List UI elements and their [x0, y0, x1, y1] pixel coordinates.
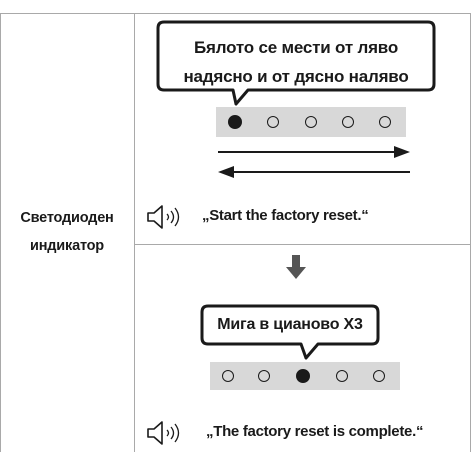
led-lit	[228, 115, 242, 129]
led-lit	[296, 369, 310, 383]
led-off	[222, 370, 234, 382]
table-left-border	[0, 13, 1, 452]
callout-line-2: надясно и от дясно наляво	[183, 67, 409, 86]
led-off	[258, 370, 270, 382]
down-arrow-icon	[286, 255, 306, 279]
led-bar	[210, 362, 400, 390]
led-off	[379, 116, 391, 128]
led-off	[267, 116, 279, 128]
led-off	[342, 116, 354, 128]
column-divider	[134, 13, 135, 452]
led-off	[305, 116, 317, 128]
voice-prompt: „The factory reset is complete.“	[206, 423, 424, 440]
row-label-line-2: индикатор	[30, 238, 104, 254]
callout-text: Бялото се мести от ляво надясно и от дяс…	[158, 33, 434, 91]
left-right-arrows-icon	[218, 146, 410, 178]
table-top-border	[0, 13, 471, 14]
led-off	[336, 370, 348, 382]
row-label: Светодиоден индикатор	[0, 204, 134, 260]
step-divider	[134, 244, 471, 245]
voice-prompt: „Start the factory reset.“	[202, 207, 369, 224]
speaker-icon	[147, 421, 180, 445]
led-bar	[216, 107, 406, 137]
led-off	[373, 370, 385, 382]
callout-text: Мига в цианово X3	[217, 316, 363, 333]
speaker-icon	[147, 205, 180, 229]
row-label-line-1: Светодиоден	[20, 210, 114, 226]
callout-line-1: Бялото се мести от ляво	[193, 38, 398, 57]
